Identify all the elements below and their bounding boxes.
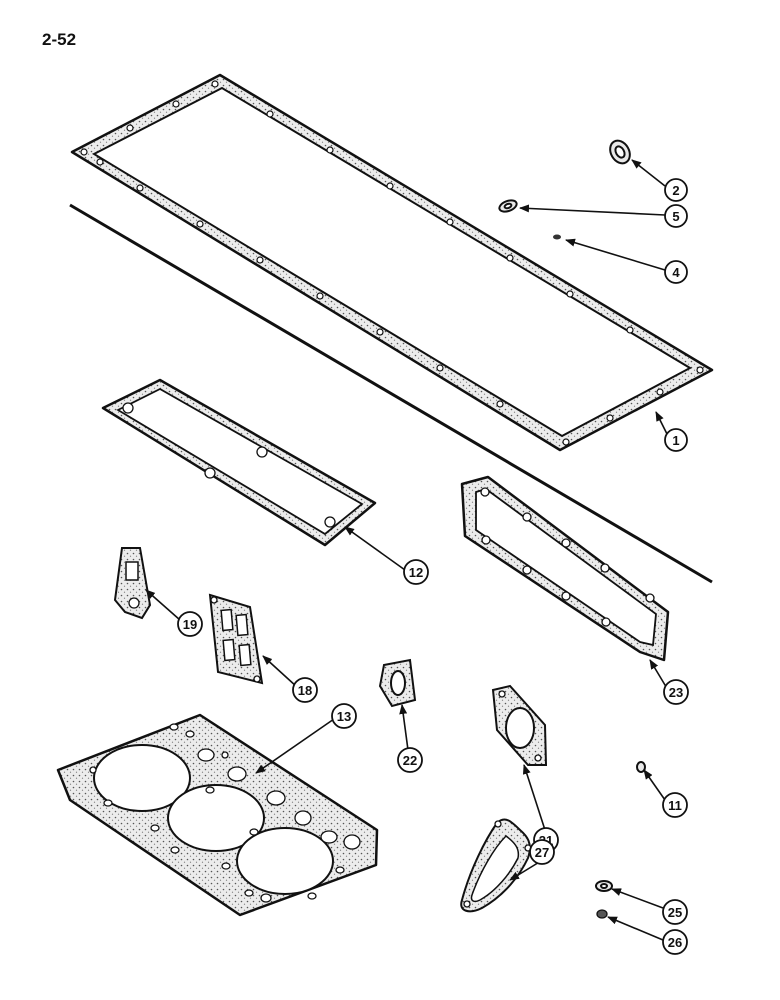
thermostat-housing-gasket <box>378 658 417 708</box>
copper-washer <box>595 880 613 892</box>
callout-2-label: 2 <box>672 183 679 198</box>
callout-1-label: 1 <box>672 433 679 448</box>
water-pump-gasket <box>491 684 548 766</box>
leader-27 <box>509 860 542 881</box>
tiny-seal <box>636 761 646 773</box>
callout-23: 23 <box>663 679 689 705</box>
callout-11: 11 <box>662 792 688 818</box>
leader-5 <box>519 204 666 216</box>
ring-seal <box>609 139 631 165</box>
callout-11-label: 11 <box>668 798 682 813</box>
callout-12-label: 12 <box>409 565 423 580</box>
callout-1: 1 <box>664 428 688 452</box>
callout-26: 26 <box>662 929 688 955</box>
manifold-gasket <box>208 593 264 685</box>
cylinder-head-gasket <box>56 713 379 917</box>
callout-5: 5 <box>664 204 688 228</box>
leader-22 <box>399 704 409 751</box>
leader-21 <box>522 764 546 831</box>
leader-19 <box>145 589 181 621</box>
callout-27-label: 27 <box>535 845 549 860</box>
leader-23 <box>649 659 669 691</box>
callout-13: 13 <box>331 703 357 729</box>
callout-25-label: 25 <box>668 905 682 920</box>
callout-19: 19 <box>177 611 203 637</box>
callout-4-label: 4 <box>672 265 680 280</box>
leader-13 <box>255 718 335 774</box>
leader-1 <box>655 411 668 435</box>
leader-18 <box>262 655 298 688</box>
callout-12: 12 <box>403 559 429 585</box>
callout-22: 22 <box>397 747 423 773</box>
callout-22-label: 22 <box>403 753 417 768</box>
callout-18-label: 18 <box>298 683 312 698</box>
callout-23-label: 23 <box>669 685 683 700</box>
leader-lines <box>145 159 669 941</box>
water-outlet-gasket <box>113 547 152 620</box>
leader-11 <box>643 769 666 801</box>
callout-13-label: 13 <box>337 709 351 724</box>
callout-19-label: 19 <box>183 617 197 632</box>
callout-26-label: 26 <box>668 935 682 950</box>
callout-5-label: 5 <box>672 209 679 224</box>
oil-pan-gasket <box>70 73 714 452</box>
section-divider-line <box>69 203 713 584</box>
callout-25: 25 <box>662 899 688 925</box>
leader-2 <box>631 159 666 187</box>
timing-cover-gasket <box>460 818 532 913</box>
small-o-ring <box>553 234 561 240</box>
callout-2: 2 <box>664 178 688 202</box>
valve-cover-gasket <box>460 475 670 662</box>
leader-25 <box>611 888 664 909</box>
small-washer <box>498 199 518 213</box>
leader-26 <box>607 916 664 941</box>
page-number: 2-52 <box>42 30 77 49</box>
leader-4 <box>565 238 666 271</box>
callout-4: 4 <box>664 260 688 284</box>
hex-nut <box>596 909 608 919</box>
callout-18: 18 <box>292 677 318 703</box>
rocker-cover-gasket <box>101 378 377 547</box>
leader-12 <box>344 526 406 571</box>
callout-27: 27 <box>529 839 555 865</box>
